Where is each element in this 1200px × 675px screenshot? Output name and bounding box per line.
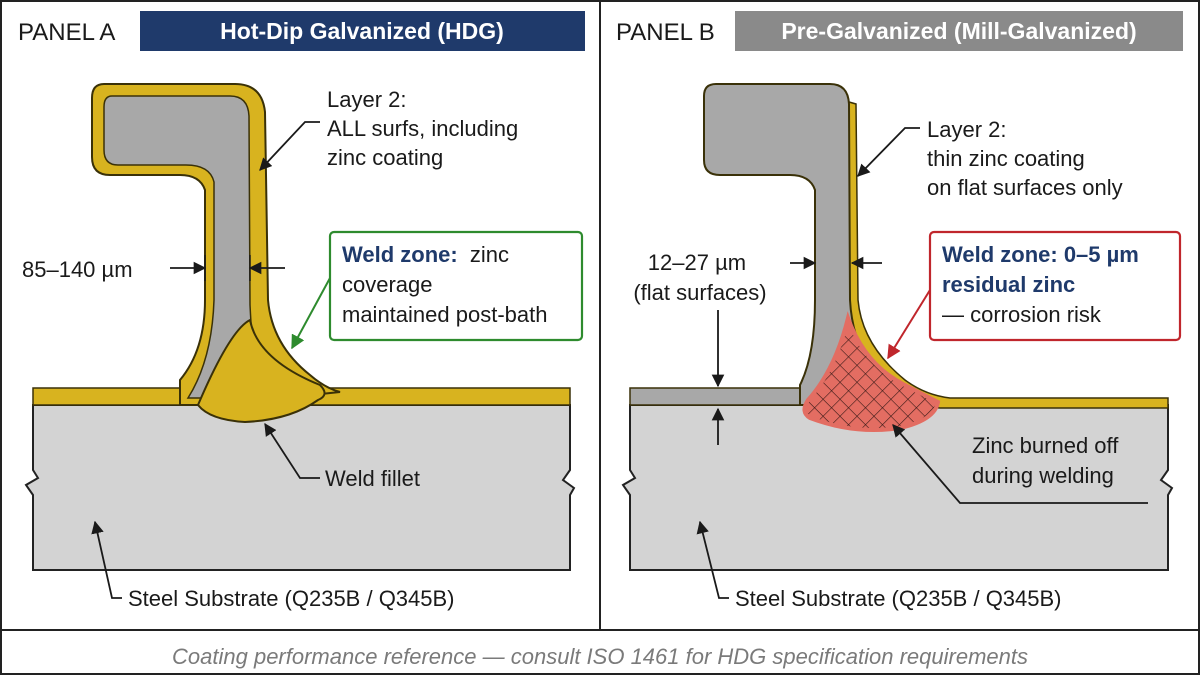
- panel-a-weld-zone-leader-icon: [291, 277, 331, 350]
- panel-a-layer-callout: Layer 2: ALL surfs, including zinc coati…: [327, 87, 524, 170]
- panel-a-substrate-leader-icon: [91, 520, 122, 599]
- panel-a-fillet-leader-icon: [264, 422, 320, 479]
- panel-b-base-steel: [629, 387, 811, 406]
- panel-a-layer-leader-icon: [259, 121, 320, 171]
- panel-b-badge-text: Pre-Galvanized (Mill-Galvanized): [781, 18, 1136, 44]
- panel-a-substrate-label: Steel Substrate (Q235B / Q345B): [128, 586, 455, 611]
- panel-b-substrate: [621, 404, 1174, 571]
- panel-a-badge: [140, 11, 585, 51]
- panel-a: PANEL A Hot-Dip Galvanized (HDG) Layer 2…: [18, 11, 585, 611]
- panel-a-thickness: 85–140 µm: [22, 257, 133, 282]
- panel-b-substrate-label: Steel Substrate (Q235B / Q345B): [735, 586, 1062, 611]
- panel-a-label: PANEL A: [18, 19, 115, 46]
- panel-a-steel-core: [103, 95, 256, 399]
- panel-b-substrate-leader-icon: [696, 520, 729, 599]
- panel-a-badge-text: Hot-Dip Galvanized (HDG): [220, 18, 504, 44]
- panel-a-weld-fillet: [196, 318, 326, 424]
- panel-b-weld-zone-box: [928, 230, 1182, 342]
- panel-a-weld-zone-box: [328, 230, 584, 342]
- panel-b-steel-profile: [703, 83, 872, 406]
- panel-b-weld-zone-text: Weld zone: 0–5 µm residual zinc — corros…: [942, 242, 1145, 327]
- panel-b: PANEL B Pre-Galvanized (Mill-Galvanized)…: [616, 11, 1183, 611]
- panel-b-layer-leader-icon: [857, 127, 920, 177]
- panel-a-weld-zone-text: Weld zone: zinc coverage maintained post…: [342, 242, 547, 327]
- panel-b-burned-leader-icon: [892, 424, 1148, 504]
- panel-b-thickness: 12–27 µm (flat surfaces): [633, 250, 766, 305]
- panel-b-badge: [735, 11, 1183, 51]
- footer-note: Coating performance reference — consult …: [172, 644, 1028, 669]
- panel-b-layer-callout: Layer 2: thin zinc coating on flat surfa…: [927, 117, 1123, 200]
- panel-b-weld-zone-leader-icon: [887, 289, 931, 360]
- panel-a-substrate: [24, 404, 576, 571]
- panel-b-burned-label: Zinc burned off during welding: [972, 433, 1124, 488]
- panel-b-label: PANEL B: [616, 19, 715, 46]
- panel-a-fillet-label: Weld fillet: [325, 466, 420, 491]
